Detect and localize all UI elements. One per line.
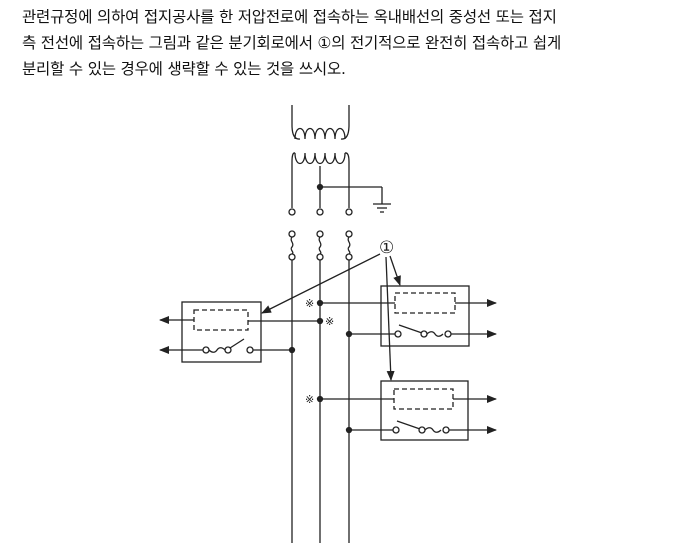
- question-line-1: 관련규정에 의하여 접지공사를 한 저압전로에 접속하는 옥내배선의 중성선 또…: [22, 8, 557, 26]
- transformer-icon: [291, 105, 350, 208]
- branch-box-left: [159, 301, 320, 363]
- junction-mark-3: ※: [305, 393, 314, 406]
- branch-box-upper-right: [320, 285, 497, 347]
- question-line-2: 측 전선에 접속하는 그림과 같은 분기회로에서 ①의 전기적으로 완전히 접속…: [22, 34, 562, 52]
- junction-mark-1: ※: [305, 297, 314, 310]
- ground-icon: [373, 203, 391, 213]
- junction-dots: [288, 183, 353, 434]
- callout-leaders: [261, 253, 401, 381]
- callout-label: ①: [379, 238, 394, 258]
- question-text: 관련규정에 의하여 접지공사를 한 저압전로에 접속하는 옥내배선의 중성선 또…: [22, 4, 662, 82]
- fuse-icons: [290, 236, 351, 255]
- branch-box-lower-right: [320, 380, 497, 441]
- question-line-3: 분리할 수 있는 경우에 생략할 수 있는 것을 쓰시오.: [22, 60, 346, 78]
- junction-mark-2: ※: [325, 315, 334, 328]
